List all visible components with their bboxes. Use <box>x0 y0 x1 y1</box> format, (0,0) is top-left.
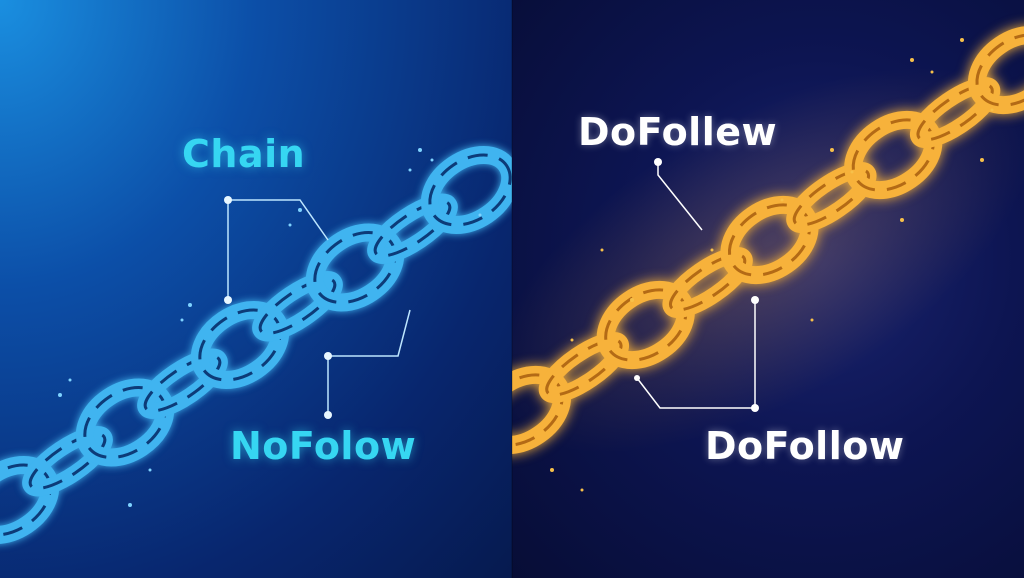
blue-chain-link-crack <box>373 200 452 258</box>
nofollow-label: NoFolow <box>230 424 417 468</box>
spark-particle <box>148 468 152 472</box>
gold-chain-link-crack <box>975 33 1024 107</box>
blue-chain-link-crack <box>28 432 107 490</box>
blue-chain-link-crack <box>258 277 337 335</box>
callout-dot <box>634 375 640 381</box>
gold-chain-link-crack <box>512 373 564 447</box>
gold-chain-link-crack <box>851 118 935 192</box>
spark-particle <box>188 303 192 307</box>
callout-dot <box>224 296 232 304</box>
spark-particle <box>930 70 934 74</box>
blue-chain <box>0 146 512 544</box>
spark-particle <box>600 248 604 252</box>
spark-particle <box>630 298 634 302</box>
dofollow-top-label: DoFollew <box>578 110 778 154</box>
spark-particle <box>980 158 984 162</box>
gold-chain-link-crack <box>792 168 870 227</box>
gold-chain-link-crack <box>916 83 994 142</box>
blue-chain-link-crack <box>428 153 512 227</box>
right-panel-dofollow: DoFollew DoFollow <box>512 0 1024 578</box>
spark-particle <box>58 393 62 397</box>
callout-dot <box>751 404 759 412</box>
spark-particle <box>128 503 132 507</box>
spark-particle <box>570 338 574 342</box>
callout-dot <box>324 352 332 360</box>
blue-chain-link-crack <box>0 463 52 537</box>
callout-dot <box>654 158 662 166</box>
spark-particle <box>408 168 412 172</box>
callout-lines-right <box>636 162 756 409</box>
callout-lines-left <box>227 199 411 415</box>
spark-particle <box>478 213 482 217</box>
spark-particle <box>990 108 994 112</box>
spark-particle <box>298 208 302 212</box>
spark-particle <box>910 58 914 62</box>
spark-particle <box>580 488 584 492</box>
blue-chain-link-crack <box>143 355 222 413</box>
dofollow-bottom-label: DoFollow <box>705 424 905 468</box>
spark-particle <box>960 38 964 42</box>
spark-particle <box>810 318 814 322</box>
spark-particle <box>68 378 72 382</box>
gold-chain-link-crack <box>727 203 812 277</box>
blue-chain-link-crack <box>83 386 167 459</box>
gold-chain <box>512 25 1024 492</box>
gold-chain-link-crack <box>669 253 747 312</box>
spark-particle <box>710 248 714 252</box>
spark-particle <box>430 158 434 162</box>
spark-particle <box>418 148 422 152</box>
spark-particle <box>780 198 784 202</box>
chain-label: Chain <box>182 132 306 176</box>
panel-divider <box>511 0 513 578</box>
spark-particle <box>288 223 292 227</box>
spark-particle <box>900 218 904 222</box>
left-panel-nofollow: Chain NoFolow <box>0 0 512 578</box>
spark-particle <box>830 148 834 152</box>
blue-chain-link-crack <box>313 231 397 304</box>
gold-chain-link-crack <box>545 338 623 397</box>
spark-particle <box>180 318 184 322</box>
callout-dot <box>324 411 332 419</box>
spark-particle <box>850 170 854 174</box>
callout-dot <box>224 196 232 204</box>
spark-particle <box>550 468 554 472</box>
gold-chain-link-crack <box>604 288 688 362</box>
callout-dot <box>751 296 759 304</box>
blue-chain-link-crack <box>198 308 282 382</box>
